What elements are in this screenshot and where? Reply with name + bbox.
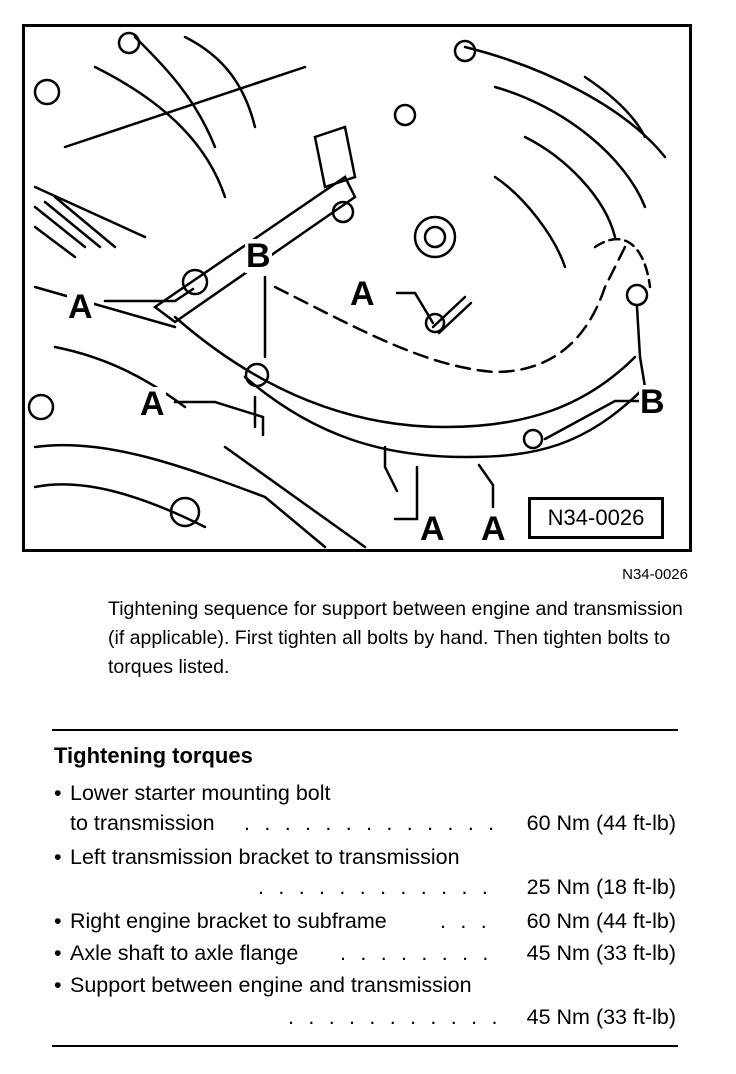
torque-item-2-line2: . . . . . . . . . . . . . . . . . . . . …	[54, 872, 676, 902]
callout-a-middle: A	[349, 275, 376, 313]
torque-item-label: Lower starter mounting bolt	[70, 781, 331, 805]
leader-dots: . . . . . . . . . . . . . . . . . . . . …	[244, 811, 500, 835]
torque-value: 60 Nm (44 ft-lb)	[522, 906, 676, 936]
torque-item-3: • Right engine bracket to subframe . . .…	[54, 906, 676, 936]
leader-dots: . . . . . . . . . . . .	[340, 941, 500, 965]
torque-item-label: to transmission	[70, 811, 215, 835]
bullet: •	[54, 909, 62, 933]
torque-item-1-line1: • Lower starter mounting bolt	[54, 778, 676, 808]
torque-item-label: Axle shaft to axle flange	[70, 941, 299, 965]
torque-item-5-line2: . . . . . . . . . . . . . . . . . . 45 N…	[54, 1002, 676, 1032]
figure-number-box: N34-0026	[528, 497, 664, 539]
torque-item-2-line1: • Left transmission bracket to transmiss…	[54, 842, 676, 872]
callout-b-top: B	[245, 237, 272, 275]
torque-item-label: Right engine bracket to subframe	[70, 909, 387, 933]
torque-value: 25 Nm (18 ft-lb)	[522, 872, 676, 902]
top-divider	[52, 729, 678, 731]
leader-dots: . . . . . . . . . . . . . . . . . .	[288, 1005, 500, 1029]
torque-item-4: • Axle shaft to axle flange . . . . . . …	[54, 938, 676, 968]
torque-value: 45 Nm (33 ft-lb)	[522, 1002, 676, 1032]
torques-heading: Tightening torques	[54, 743, 253, 768]
callout-a-bottom-1: A	[419, 510, 446, 548]
bottom-divider	[52, 1045, 678, 1047]
torque-item-label: Left transmission bracket to transmissio…	[70, 845, 460, 869]
torque-item-label: Support between engine and transmission	[70, 973, 472, 997]
bullet: •	[54, 781, 62, 805]
torque-item-1-line2: to transmission . . . . . . . . . . . . …	[54, 808, 676, 838]
technical-illustration: A A A A A B B N34-0026	[22, 24, 692, 552]
bullet: •	[54, 845, 62, 869]
engine-transmission-drawing	[27, 31, 667, 549]
leader-dots: . . . . . . . . . . . . . . . . . . . .	[258, 875, 500, 899]
callout-b-right: B	[639, 383, 666, 421]
bullet: •	[54, 941, 62, 965]
torque-value: 45 Nm (33 ft-lb)	[522, 938, 676, 968]
callout-a-bottom-2: A	[480, 510, 507, 548]
callout-a-lower-left: A	[139, 385, 166, 423]
callout-a-left: A	[67, 288, 94, 326]
leader-dots: . . . . .	[440, 909, 500, 933]
torque-value: 60 Nm (44 ft-lb)	[522, 808, 676, 838]
torque-item-5-line1: • Support between engine and transmissio…	[54, 970, 676, 1000]
figure-caption: Tightening sequence for support between …	[108, 598, 683, 678]
bullet: •	[54, 973, 62, 997]
figure-id: N34-0026	[622, 566, 688, 583]
